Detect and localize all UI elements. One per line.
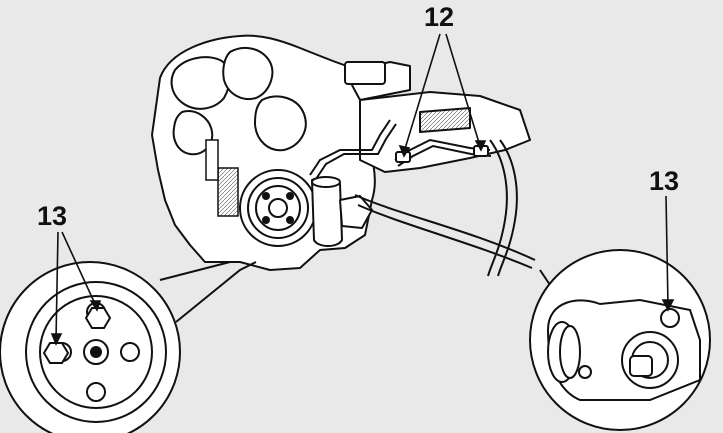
leader-lines-13-right bbox=[661, 195, 675, 312]
bolt-icon bbox=[42, 307, 112, 364]
leader-lines-12 bbox=[398, 33, 487, 158]
pump-pulley-icon bbox=[239, 169, 317, 247]
intake-manifold-icon bbox=[344, 61, 531, 173]
detail-circle-icon bbox=[0, 261, 257, 433]
callout-label-13-right: 13 bbox=[649, 166, 680, 196]
callout-label-12: 12 bbox=[424, 2, 455, 32]
power-steering-pump-icon bbox=[311, 176, 373, 247]
leader-lines-13-left bbox=[50, 231, 102, 346]
callout-label-13-left: 13 bbox=[37, 201, 68, 231]
detail-circle-icon bbox=[529, 249, 711, 431]
timing-cover-icon bbox=[205, 139, 239, 217]
